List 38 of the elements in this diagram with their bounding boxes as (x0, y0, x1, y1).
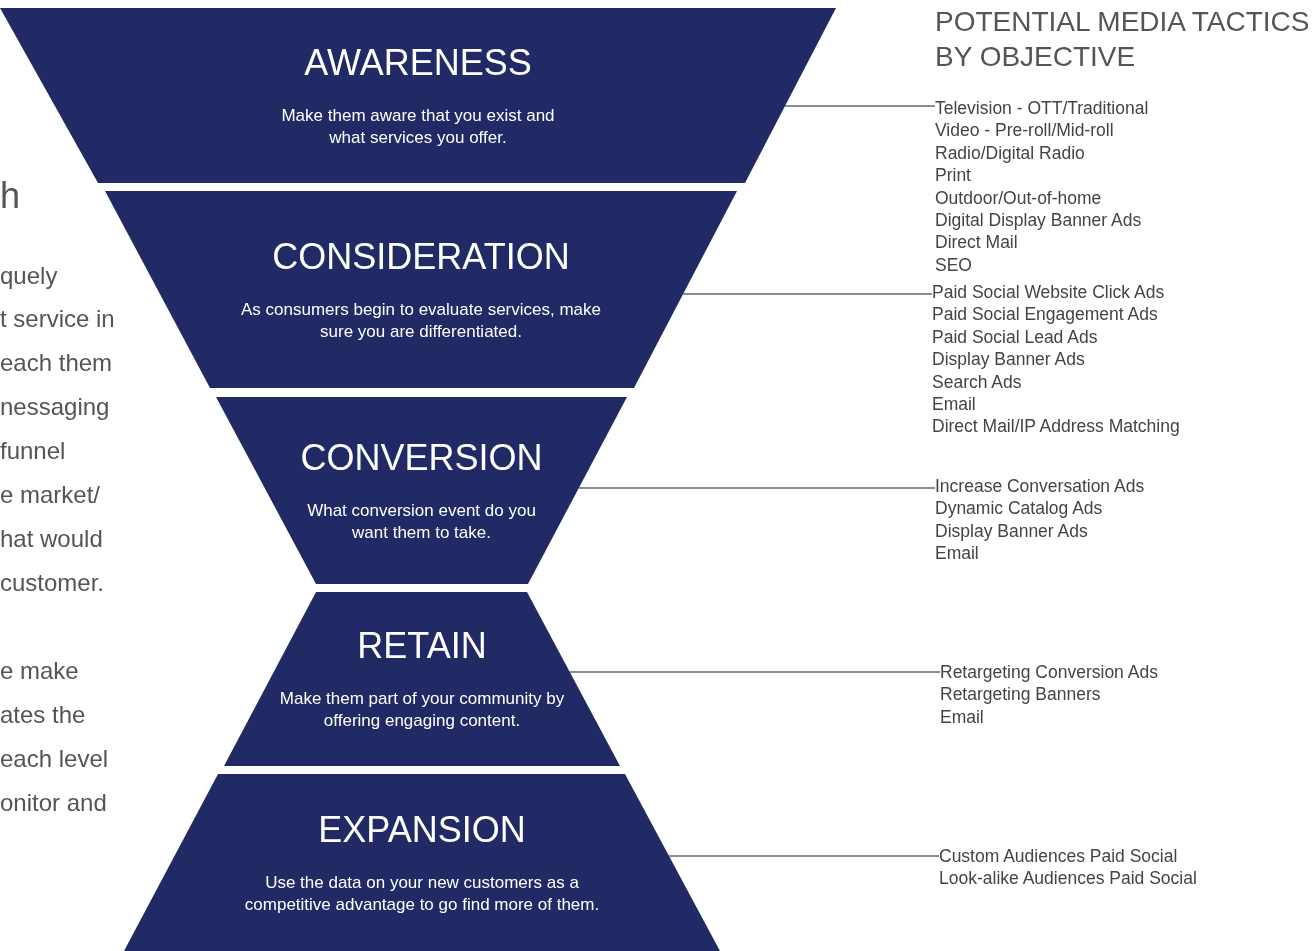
funnel-stage (124, 774, 720, 951)
funnel-stage (0, 8, 836, 183)
stage-description: Use the data on your new customers as a competitive advantage to go find more of them. (243, 871, 601, 916)
funnel-stage (224, 592, 620, 766)
stage-heading: AWARENESS (304, 42, 532, 83)
paragraph-fragment: onitor and (0, 789, 107, 817)
paragraph-fragment: hat would (0, 525, 103, 553)
stage-description: What conversion event do you want them to take. (306, 499, 537, 544)
connector-line (668, 855, 940, 857)
funnel-stage (216, 397, 627, 584)
paragraph-fragment: customer. (0, 569, 105, 597)
paragraph-fragment: t service in (0, 305, 115, 333)
stage-description: Make them part of your community by offering engaging content. (278, 688, 566, 732)
tactic-list: Custom Audiences Paid Social Look-alike Audiences Paid Social (939, 845, 1197, 890)
paragraph-fragment: h (0, 175, 21, 217)
connector-line (682, 293, 933, 295)
stage-heading: EXPANSION (318, 809, 526, 850)
stage-description: Make them aware that you exist and what services you offer. (280, 104, 556, 149)
paragraph-fragment: funnel (0, 437, 66, 465)
paragraph-fragment: each them (0, 349, 113, 377)
connector-line (578, 487, 936, 489)
tactic-list: Television - OTT/Traditional Video - Pre-roll/Mid-roll Radio/Digital Radio Print Outdoor/Out-of-home Digital Display Banner Ads Direct Mail SEO (935, 97, 1149, 277)
stage-heading: RETAIN (357, 626, 487, 666)
tactic-list: Increase Conversation Ads Dynamic Catalog Ads Display Banner Ads Email (935, 475, 1145, 565)
tactic-list: Paid Social Website Click Ads Paid Social Engagement Ads Paid Social Lead Ads Display Banner Ads Search Ads Email Direct Mail/IP Address Matching (932, 281, 1180, 438)
paragraph-fragment: nessaging (0, 393, 110, 421)
heading: POTENTIAL MEDIA TACTICS BY OBJECTIVE (935, 5, 1311, 74)
connector-line (784, 105, 936, 107)
stage-heading: CONVERSION (300, 437, 543, 478)
paragraph-fragment: e market/ (0, 481, 101, 509)
paragraph-fragment: ates the (0, 701, 86, 729)
connector-line (569, 671, 941, 673)
tactic-list: Retargeting Conversion Ads Retargeting Banners Email (940, 661, 1158, 729)
paragraph-fragment: e make (0, 657, 79, 685)
stage-heading: CONSIDERATION (272, 236, 570, 277)
paragraph-fragment: each level (0, 745, 109, 773)
paragraph-fragment: quely (0, 262, 58, 290)
stage-description: As consumers begin to evaluate services, make sure you are differentiated. (241, 298, 601, 343)
